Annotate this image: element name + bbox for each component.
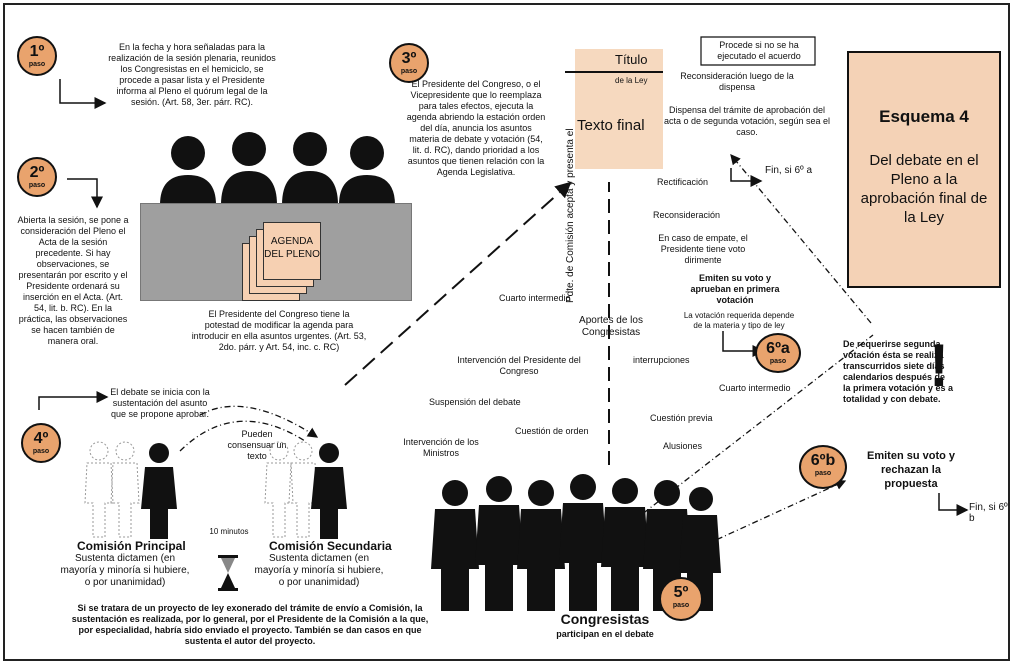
step-number: 3º [401, 50, 417, 67]
cuarto-intermedio-right: Cuarto intermedio [719, 383, 791, 393]
cuarto-intermedio-left: Cuarto intermedio [499, 293, 571, 303]
agenda-note: El Presidente del Congreso tiene la pote… [191, 309, 367, 352]
votacion-requerida-note: La votación requerida depende de la mate… [683, 311, 795, 330]
intervencion-presidente: Intervención del Presidente del Congreso [457, 355, 581, 376]
reconsideracion-label: Reconsideración [653, 210, 721, 220]
step-2-text: Abierta la sesión, se pone a consideraci… [17, 215, 129, 346]
comision-secundaria-desc: Sustenta dictamen (en mayoría y minoría … [254, 553, 384, 588]
step-paso-label: paso [769, 358, 787, 365]
step-3-text: El Presidente del Congreso, o el Vicepre… [406, 79, 546, 177]
reconsideracion-luego-note: Reconsideración luego de la dispensa [680, 71, 794, 92]
comision-principal-figures [84, 441, 177, 539]
suspension-debate: Suspensión del debate [429, 397, 521, 407]
step-4-badge: 4º paso [21, 423, 61, 463]
de-la-ley-label: de la Ley [615, 76, 648, 85]
step-number: 6ºb [810, 452, 836, 469]
titulo-label: Título [615, 52, 648, 67]
texto-final-document [575, 49, 663, 169]
step-paso-label: paso [400, 68, 418, 75]
connector-lines [38, 36, 969, 546]
exclamation-mark: ! [929, 332, 949, 399]
step-paso-label: paso [672, 602, 690, 609]
pdte-comision-acepta: Pdte. de Comisión acepta y presenta el [565, 128, 576, 303]
exonerado-note: Si se tratara de un proyecto de ley exon… [71, 603, 429, 646]
step-number: 6ºa [766, 340, 790, 357]
step-paso-label: paso [28, 61, 46, 68]
step-number: 5º [673, 584, 689, 601]
congresistas-crowd [431, 474, 721, 611]
interrupciones-label: interrupciones [633, 355, 690, 365]
diagram-frame: 1º paso En la fecha y hora señaladas par… [3, 3, 1010, 661]
fin-6b: Fin, si 6º b [969, 502, 1008, 524]
comision-secundaria-figures [264, 441, 347, 539]
agenda-del-pleno: AGENDA DEL PLENO [263, 222, 321, 280]
alusiones-label: Alusiones [663, 441, 703, 451]
presidency-silhouettes [160, 132, 395, 205]
aportes-congresistas: Aportes de los Congresistas [579, 315, 643, 338]
step-4-text: El debate se inicia con la sustentación … [110, 387, 210, 419]
dispensa-note: Dispensa del trámite de aprobación del a… [663, 105, 831, 137]
comision-principal-title: Comisión Principal [77, 539, 186, 553]
step-5-badge: 5º paso [659, 577, 703, 621]
comision-secundaria-title: Comisión Secundaria [269, 539, 392, 553]
step-number: 1º [29, 43, 45, 60]
step-2-badge: 2º paso [17, 157, 57, 197]
step-number: 4º [33, 430, 49, 447]
emiten-aprueban: Emiten su voto y aprueban en primera vot… [690, 273, 780, 305]
esquema-subtitle: Del debate en el Pleno a la aprobación f… [860, 152, 988, 226]
step-number: 2º [29, 164, 45, 181]
fin-6a: Fin, si 6º a [765, 165, 813, 176]
step-paso-label: paso [28, 182, 46, 189]
esquema-title: Esquema 4 [879, 107, 969, 126]
step-3-badge: 3º paso [389, 43, 429, 83]
titulo-underline [565, 71, 663, 73]
step-paso-label: paso [814, 470, 832, 477]
step-paso-label: paso [32, 448, 50, 455]
rectificacion-label: Rectificación [657, 177, 709, 187]
consensuar-note: Pueden consensuar un texto [227, 429, 287, 461]
step-1-badge: 1º paso [17, 36, 57, 76]
empate-note: En caso de empate, el Presidente tiene v… [658, 233, 748, 265]
hourglass-icon [218, 555, 238, 591]
cuestion-orden: Cuestión de orden [515, 426, 589, 436]
texto-final-label: Texto final [577, 117, 645, 134]
step-1-text: En la fecha y hora señaladas para la rea… [108, 42, 276, 107]
emiten-rechazan: Emiten su voto y rechazan la propuesta [866, 450, 956, 490]
step-6b-badge: 6ºb paso [799, 445, 847, 489]
esquema-title-box: Esquema 4 Del debate en el Pleno a la ap… [847, 51, 1001, 288]
intervencion-ministros: Intervención de los Ministros [403, 437, 479, 458]
step-6a-badge: 6ºa paso [755, 333, 801, 373]
comision-principal-desc: Sustenta dictamen (en mayoría y minoría … [60, 553, 190, 588]
diez-minutos: 10 minutos [209, 527, 249, 536]
segunda-votacion-note: De requerirse segunda votación ésta se r… [843, 339, 954, 404]
congresistas-title: Congresistas [560, 611, 650, 627]
cuestion-previa: Cuestión previa [650, 413, 713, 423]
procede-note: Procede si no se ha ejecutado el acuerdo [717, 40, 801, 61]
participan-label: participan en el debate [556, 629, 654, 639]
